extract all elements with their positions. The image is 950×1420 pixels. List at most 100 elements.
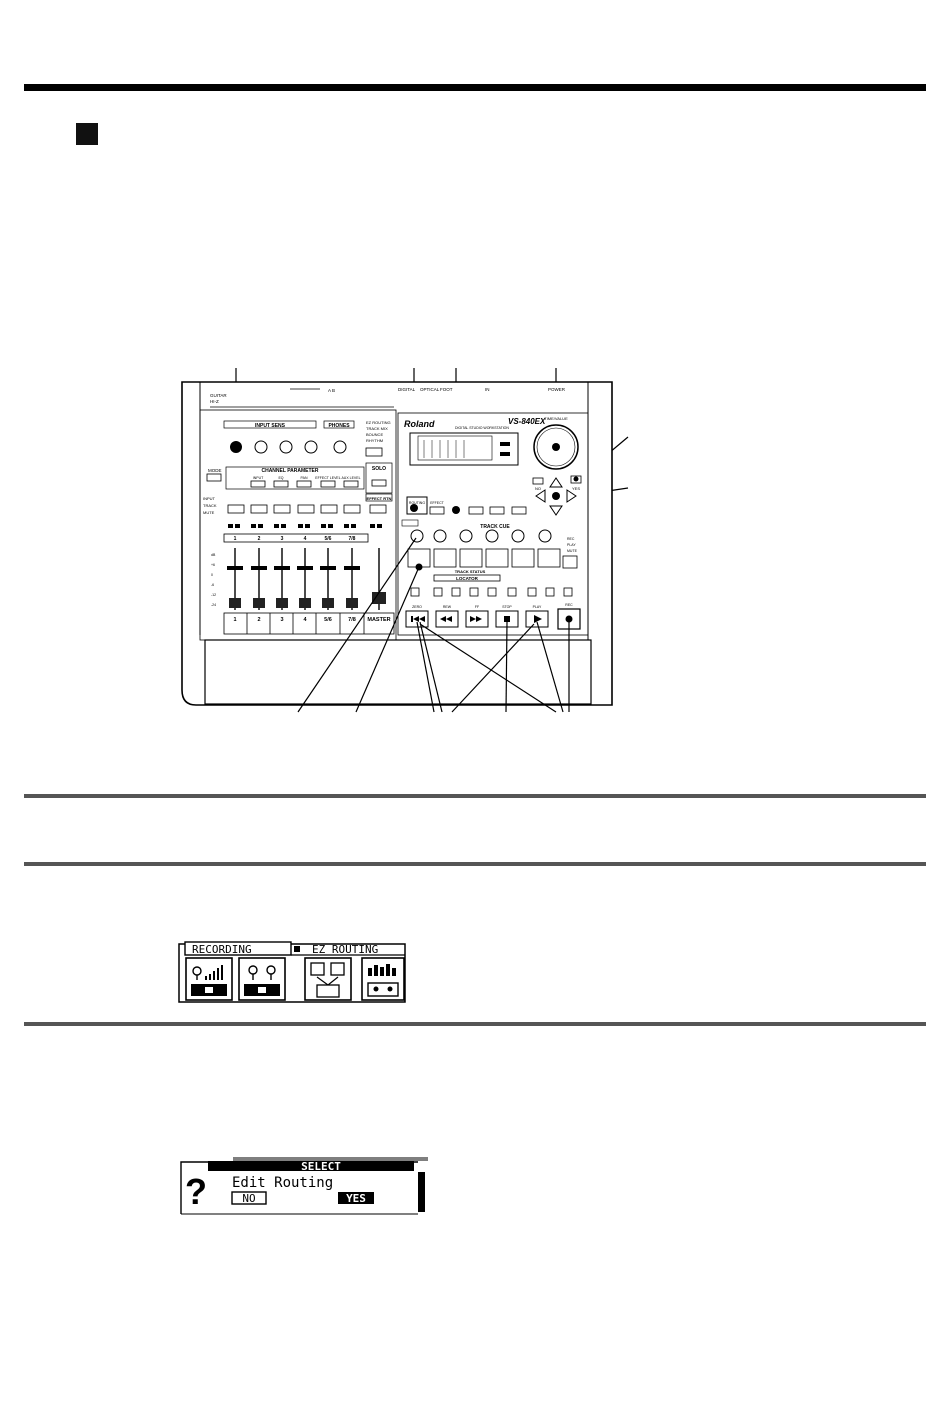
- svg-text:ZERO: ZERO: [412, 605, 422, 609]
- transport-buttons: ZERO REW FF STOP PLAY REC: [405, 603, 581, 630]
- svg-text:5/6: 5/6: [325, 536, 332, 542]
- svg-text:GUITAR: GUITAR: [210, 393, 227, 398]
- lcd-ez-routing-screen: RECORDING EZ ROUTING: [178, 941, 406, 1003]
- section-rule-1: [24, 794, 926, 798]
- svg-text:HI-Z: HI-Z: [210, 399, 219, 404]
- lcd-yes-label: YES: [346, 1192, 366, 1205]
- track-cue-knobs: [410, 529, 552, 543]
- input-sens-knobs: [230, 440, 347, 454]
- svg-text:4: 4: [303, 617, 307, 623]
- bottom-callouts: [297, 537, 570, 713]
- lcd-select-header-bar: [208, 1161, 414, 1171]
- question-icon: ?: [185, 1171, 207, 1212]
- svg-text:2: 2: [257, 617, 260, 623]
- faders: dB +6 0 -6 -12 -24: [211, 548, 386, 610]
- select-buttons: [227, 504, 387, 514]
- svg-text:dB: dB: [211, 553, 216, 557]
- svg-text:-12: -12: [211, 593, 216, 597]
- svg-text:REC: REC: [565, 603, 573, 607]
- svg-text:MUTE: MUTE: [567, 549, 578, 553]
- svg-text:PAN: PAN: [301, 476, 308, 480]
- svg-text:1: 1: [233, 617, 236, 623]
- model-label: VS-840EX: [508, 417, 546, 426]
- svg-text:+6: +6: [211, 563, 215, 567]
- cursor-buttons: [535, 477, 577, 516]
- front-strip: [204, 639, 592, 705]
- locator-label: LOCATOR: [456, 576, 479, 581]
- lcd-no-label: NO: [242, 1192, 255, 1205]
- section-rule-3: [24, 1022, 926, 1026]
- svg-text:0: 0: [211, 573, 213, 577]
- svg-text:TRACK: TRACK: [203, 503, 217, 508]
- phones-label: PHONES: [328, 423, 350, 429]
- svg-text:-6: -6: [211, 583, 214, 587]
- svg-text:EFFECT LEVEL: EFFECT LEVEL: [315, 476, 340, 480]
- svg-text:-24: -24: [211, 603, 216, 607]
- section-marker: [76, 123, 98, 145]
- lcd-recording-icon-2: [238, 957, 286, 1001]
- lcd-tab-recording: [184, 941, 292, 956]
- svg-text:DIGITAL: DIGITAL: [398, 387, 416, 392]
- svg-text:EZ ROUTING: EZ ROUTING: [366, 420, 391, 425]
- svg-text:7/8: 7/8: [348, 617, 356, 623]
- svg-text:?: ?: [185, 1171, 207, 1212]
- svg-text:5/6: 5/6: [324, 617, 332, 623]
- lcd-tab-marker: [294, 946, 300, 952]
- mixer-panel: [199, 409, 397, 641]
- svg-text:FF: FF: [475, 605, 479, 609]
- brand-label: Roland: [404, 419, 435, 429]
- svg-text:MODE: MODE: [208, 468, 222, 473]
- svg-text:REC: REC: [567, 537, 575, 541]
- top-rule: [24, 84, 926, 91]
- lcd-select-header: SELECT: [301, 1160, 341, 1173]
- section-rule-2: [24, 862, 926, 866]
- track-status-label: TRACK STATUS: [455, 569, 486, 574]
- time-value-label: TIME/VALUE: [544, 416, 568, 421]
- routing-label: ROUTING: [409, 501, 425, 505]
- lcd-select-message: Edit Routing: [232, 1175, 333, 1191]
- track-status-buttons: [407, 548, 561, 568]
- control-panel: [397, 412, 589, 636]
- svg-text:POWER: POWER: [548, 387, 566, 392]
- track-cue-label: TRACK CUE: [480, 524, 510, 530]
- svg-text:FOOT: FOOT: [440, 387, 453, 392]
- svg-text:EQ: EQ: [278, 476, 283, 480]
- lcd-tab-ez-routing-label: EZ ROUTING: [312, 943, 378, 956]
- svg-text:3: 3: [280, 617, 283, 623]
- lcd-no-button[interactable]: [231, 1191, 267, 1205]
- exit-label: NO: [535, 486, 541, 491]
- effect-rtn-label: EFFECT RTN: [367, 496, 392, 501]
- svg-text:2: 2: [258, 536, 261, 542]
- svg-text:REW: REW: [443, 605, 452, 609]
- svg-text:AUX LEVEL: AUX LEVEL: [341, 476, 360, 480]
- svg-text:TRACK MIX: TRACK MIX: [366, 426, 388, 431]
- subtitle-label: DIGITAL STUDIO WORKSTATION: [455, 426, 509, 430]
- effect-label: EFFECT: [430, 501, 444, 505]
- svg-text:7/8: 7/8: [349, 536, 356, 542]
- svg-text:INPUT: INPUT: [253, 476, 264, 480]
- input-sens-label: INPUT SENS: [255, 423, 286, 429]
- lcd-tab-recording-label: RECORDING: [192, 943, 252, 956]
- lcd-bounce-icon: [361, 957, 405, 1001]
- svg-text:1: 1: [234, 536, 237, 542]
- lcd-select-dialog: SELECT ? Edit Routing NO YES: [180, 1157, 428, 1215]
- fader-label-strip: 1 2 3 4 5/6 7/8 MASTER: [223, 612, 395, 635]
- lcd-yes-button[interactable]: [338, 1192, 374, 1204]
- svg-text:INPUT: INPUT: [203, 496, 216, 501]
- enter-label: YES: [572, 486, 580, 491]
- channel-parameter-label: CHANNEL PARAMETER: [261, 468, 318, 474]
- svg-text:PLAY: PLAY: [567, 543, 576, 547]
- svg-text:IN: IN: [485, 387, 490, 392]
- channel-number-strip: 1 2 3 4 5/6 7/8: [223, 533, 369, 543]
- locator-buttons: [410, 587, 573, 597]
- svg-text:BOUNCE: BOUNCE: [366, 432, 383, 437]
- svg-text:4: 4: [304, 536, 307, 542]
- svg-text:STOP: STOP: [502, 605, 512, 609]
- svg-text:MUTE: MUTE: [203, 510, 215, 515]
- device-illustration: GUITAR HI-Z A B DIGITAL OPTICAL FOOT IN …: [181, 368, 629, 713]
- channel-parameter-buttons: [250, 480, 359, 488]
- svg-text:RHYTHM: RHYTHM: [366, 438, 383, 443]
- lcd-mix-icon: [304, 957, 352, 1001]
- solo-label: SOLO: [372, 466, 386, 472]
- lcd-recording-icon-1: [185, 957, 233, 1001]
